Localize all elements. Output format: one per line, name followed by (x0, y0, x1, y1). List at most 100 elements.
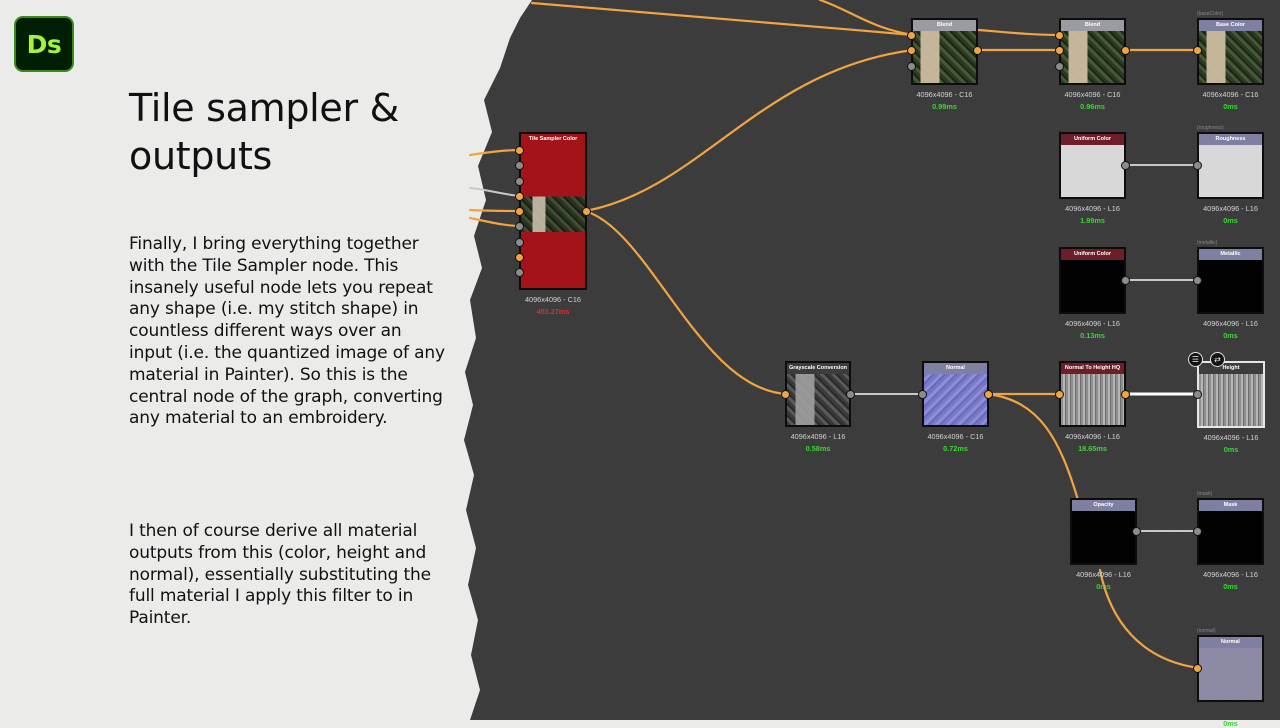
output-port[interactable] (1121, 46, 1130, 55)
input-port[interactable] (515, 207, 524, 216)
node-resolution: 4096x4096 - C16 (927, 432, 984, 441)
wire (818, 0, 915, 37)
node-preview (1072, 511, 1135, 563)
node-frame: Blend (911, 18, 978, 85)
input-port[interactable] (515, 253, 524, 262)
node-timing: 0.58ms (805, 444, 831, 453)
node-title: Normal (1199, 637, 1262, 648)
node-timing: 0.72ms (943, 444, 968, 453)
input-port[interactable] (1193, 664, 1202, 673)
output-port[interactable] (1121, 161, 1130, 170)
node-preview (1061, 260, 1124, 312)
input-port[interactable] (1193, 46, 1202, 55)
input-port[interactable] (515, 146, 524, 155)
node-title: Blend (1061, 20, 1124, 31)
node-frame: Uniform Color (1059, 247, 1126, 314)
output-port[interactable] (1121, 276, 1130, 285)
node-resolution: 4096x4096 - L16 (1203, 204, 1258, 213)
input-port[interactable] (907, 31, 916, 40)
node-title: Mask (1199, 500, 1262, 511)
node-frame: Normal (1197, 635, 1264, 702)
node-blend-2[interactable]: Blend 4096x4096 - C16 0.96ms (1059, 18, 1126, 111)
input-port[interactable] (907, 46, 916, 55)
swap-icon[interactable]: ⇄ (1210, 352, 1225, 367)
input-port[interactable] (515, 238, 524, 247)
node-resolution: 4096x4096 - L16 (1203, 570, 1258, 579)
node-resolution: 4096x4096 - L16 (790, 432, 846, 441)
input-port[interactable] (515, 222, 524, 231)
node-normal-output[interactable]: Normal(normal)0ms (1197, 628, 1264, 728)
input-port[interactable] (515, 177, 524, 186)
input-port[interactable] (1055, 31, 1064, 40)
output-port[interactable] (1132, 527, 1141, 536)
wire (1098, 568, 1201, 670)
document-icon[interactable]: ☰ (1188, 352, 1203, 367)
node-frame: Normal (922, 361, 989, 427)
output-port[interactable] (846, 390, 855, 399)
wire (468, 208, 523, 213)
node-preview (1199, 260, 1262, 312)
node-frame: Uniform Color (1059, 132, 1126, 199)
node-timing: 0ms (1223, 102, 1238, 111)
node-title: Uniform Color (1061, 249, 1124, 260)
node-frame: Normal To Height HQ (1059, 361, 1126, 427)
node-timing: 0.96ms (1080, 102, 1105, 111)
input-port[interactable] (1055, 390, 1064, 399)
logo-text: Ds (26, 29, 62, 59)
wire (985, 392, 1080, 502)
output-port[interactable] (1121, 390, 1130, 399)
output-port[interactable] (582, 207, 591, 216)
input-port[interactable] (1193, 276, 1202, 285)
output-port[interactable] (973, 46, 982, 55)
input-port[interactable] (1055, 46, 1064, 55)
node-resolution: 4096x4096 - C16 (1064, 90, 1121, 99)
input-port[interactable] (515, 192, 524, 201)
node-timing: 18.65ms (1078, 444, 1107, 453)
node-timing: 0ms (1096, 582, 1111, 591)
node-grayscale[interactable]: Grayscale Conversion 4096x4096 - L16 0.58m… (785, 361, 851, 453)
canvas-grid (464, 0, 1280, 720)
node-frame: Height (1197, 361, 1265, 428)
slide-paragraph-2: I then of course derive all material out… (129, 521, 431, 629)
node-frame: Grayscale Conversion (785, 361, 851, 427)
node-preview (1199, 511, 1262, 563)
node-frame: Tile Sampler Color (519, 132, 587, 290)
input-port[interactable] (907, 62, 916, 71)
slide-paragraph-1: Finally, I bring everything together wit… (129, 234, 445, 429)
input-port[interactable] (781, 390, 790, 399)
node-timing: 0ms (1223, 331, 1238, 340)
node-resolution: 4096x4096 - L16 (1065, 319, 1120, 328)
input-port[interactable] (1055, 62, 1064, 71)
node-frame: Base Color (1197, 18, 1264, 85)
node-title: Roughness (1199, 134, 1262, 145)
input-port[interactable] (515, 268, 524, 277)
node-title: Normal To Height HQ (1061, 363, 1124, 374)
node-preview (1199, 374, 1263, 426)
node-timing: 0.13ms (1080, 331, 1105, 340)
node-title: Opacity (1072, 500, 1135, 511)
node-timing: 0.99ms (932, 102, 957, 111)
node-title: Uniform Color (1061, 134, 1124, 145)
input-port[interactable] (918, 390, 927, 399)
output-port[interactable] (984, 390, 993, 399)
node-uniform-dark[interactable]: Uniform Color 4096x4096 - L16 0.13ms (1059, 247, 1126, 340)
node-title: Blend (913, 20, 976, 31)
input-port[interactable] (1193, 390, 1202, 399)
input-port[interactable] (1193, 527, 1202, 536)
input-port[interactable] (1193, 161, 1202, 170)
node-normal-node[interactable]: Normal 4096x4096 - C16 0.72ms (922, 361, 989, 453)
node-frame: Blend (1059, 18, 1126, 85)
wire (530, 1, 915, 37)
input-port[interactable] (515, 161, 524, 170)
node-resolution: 4096x4096 - C16 (1202, 90, 1259, 99)
